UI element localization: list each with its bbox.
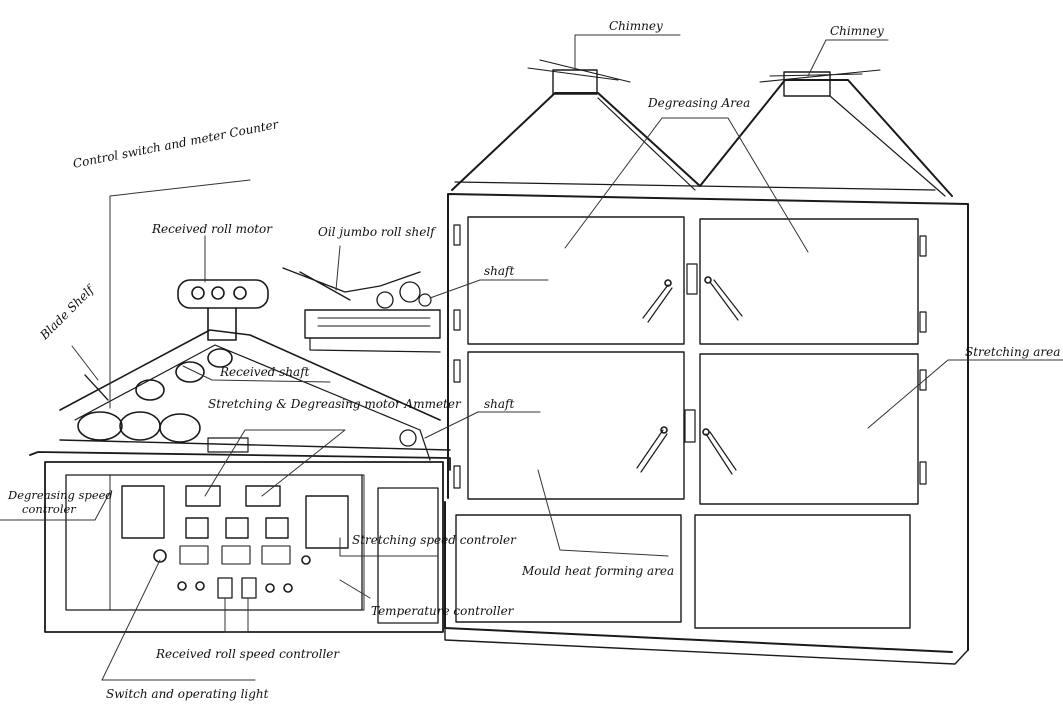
degreasing-speed-controller-label-line2: controler (22, 504, 76, 516)
degreasing-speed-controller-label-line1: Degreasing speed (8, 490, 113, 502)
stretching-degreasing-motor-ammeter-label: Stretching & Degreasing motor Ammeter (208, 398, 461, 410)
shaft-lower-label: shaft (484, 398, 514, 410)
received-shaft-label: Received shaft (220, 366, 309, 378)
chimney-left-label: Chimney (609, 20, 663, 32)
degreasing-area-label: Degreasing Area (648, 97, 750, 109)
received-roll-speed-controller-label: Received roll speed controller (156, 648, 339, 660)
chimney-right-label: Chimney (830, 25, 884, 37)
oven-cabinet (445, 182, 968, 664)
temperature-controller-label: Temperature controller (371, 605, 513, 617)
roll-rack (60, 330, 450, 460)
oil-jumbo-roll-shelf (283, 268, 440, 352)
stretching-speed-controller-label: Stretching speed controler (352, 534, 516, 546)
shaft-upper-label: shaft (484, 265, 514, 277)
received-roll-motor-label: Received roll motor (152, 223, 272, 235)
switch-and-operating-light-label: Switch and operating light (106, 688, 269, 700)
oil-jumbo-roll-shelf-label: Oil jumbo roll shelf (318, 226, 435, 238)
exhaust-hoods (452, 60, 952, 196)
stretching-area-label: Stretching area (965, 346, 1060, 358)
mould-heat-forming-area-label: Mould heat forming area (522, 565, 674, 577)
